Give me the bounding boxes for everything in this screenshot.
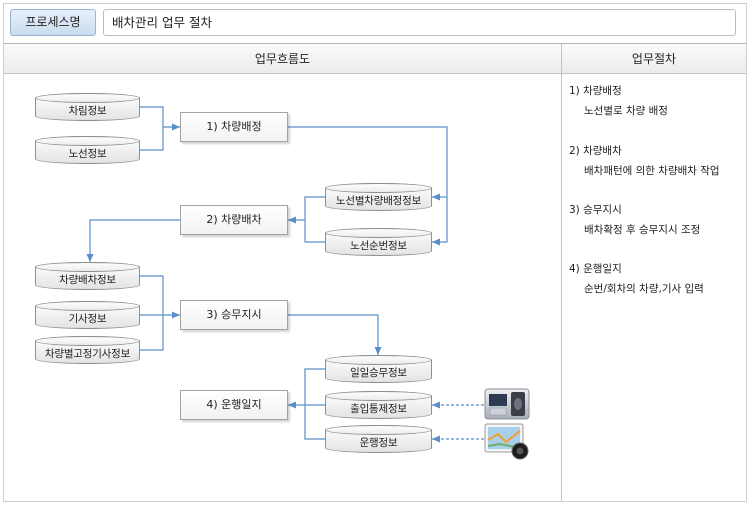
data-store-vehicle-dispatch: 차량배차정보 (35, 262, 140, 290)
procedure-step-detail: 배차확정 후 승무지시 조정 (584, 224, 701, 236)
connector-log-inputs-merge (304, 368, 325, 440)
page-frame (3, 3, 747, 502)
procedure-step-detail: 순번/회차의 차량,기사 입력 (584, 283, 704, 295)
data-store-label: 차림정보 (68, 104, 107, 117)
data-store-access-control: 출입통제정보 (325, 391, 432, 419)
data-store-label: 차량배차정보 (59, 273, 116, 286)
arrow-dispatch-to-dispatch-info (86, 219, 180, 262)
process-table (4, 43, 746, 501)
data-store-label: 노선별차량배정정보 (335, 194, 422, 207)
data-store-label: 출입통제정보 (350, 402, 407, 415)
data-store-label: 차량별고정기사정보 (44, 347, 131, 360)
procedure-item: 1) 차량배정 노선별로 차량 배정 (569, 81, 741, 121)
process-operation-log: 4) 운행일지 (180, 390, 288, 420)
procedure-step-title: 4) 운행일지 (569, 263, 622, 275)
procedure-step-detail: 노선별로 차량 배정 (584, 105, 668, 117)
procedure-step-title: 1) 차량배정 (569, 85, 622, 97)
column-divider (561, 74, 562, 501)
procedure-item: 3) 승무지시 배차확정 후 승무지시 조정 (569, 200, 741, 240)
data-store-label: 노선정보 (68, 147, 107, 160)
process-crew-instruction: 3) 승무지시 (180, 300, 288, 330)
procedure-item: 4) 운행일지 순번/회차의 차량,기사 입력 (569, 259, 741, 299)
procedure-column-header: 업무절차 (561, 44, 746, 74)
flow-column-header: 업무흐름도 (4, 44, 561, 74)
connector-assignment-output (288, 126, 448, 246)
data-store-label: 일일승무정보 (350, 366, 407, 379)
process-vehicle-dispatch: 2) 차량배차 (180, 205, 288, 235)
procedure-step-title: 3) 승무지시 (569, 204, 622, 216)
arrow-crew-to-daily-crew-info (288, 314, 382, 355)
data-store-label: 기사정보 (68, 312, 107, 325)
connector-dispatch-inputs-merge (304, 196, 325, 243)
data-store-operation: 운행정보 (325, 425, 432, 453)
data-store-route-sequence: 노선순번정보 (325, 228, 432, 256)
process-vehicle-assignment: 1) 차량배정 (180, 112, 288, 142)
data-store-driver-info: 기사정보 (35, 301, 140, 329)
procedure-step-title: 2) 차량배차 (569, 145, 622, 157)
process-name-label: 프로세스명 (10, 9, 96, 36)
data-store-label: 운행정보 (359, 436, 398, 449)
data-store-route-vehicle-assignment: 노선별차량배정정보 (325, 183, 432, 211)
data-store-vehicle-fixed-driver: 차량별고정기사정보 (35, 336, 140, 364)
connector-crew-inputs-merge (140, 275, 164, 351)
data-store-daily-crew: 일일승무정보 (325, 355, 432, 383)
data-store-route-info: 노선정보 (35, 136, 140, 164)
gps-navigator-icon (484, 422, 530, 466)
connector-vehicle-route-merge (140, 106, 164, 151)
fingerprint-reader-icon (484, 387, 530, 425)
data-store-vehicle-info: 차림정보 (35, 93, 140, 121)
procedure-item: 2) 차량배차 배차패턴에 의한 차량배차 작업 (569, 141, 741, 181)
process-name-value: 배차관리 업무 절차 (103, 9, 736, 36)
procedure-step-detail: 배차패턴에 의한 차량배차 작업 (584, 165, 720, 177)
data-store-label: 노선순번정보 (350, 239, 407, 252)
